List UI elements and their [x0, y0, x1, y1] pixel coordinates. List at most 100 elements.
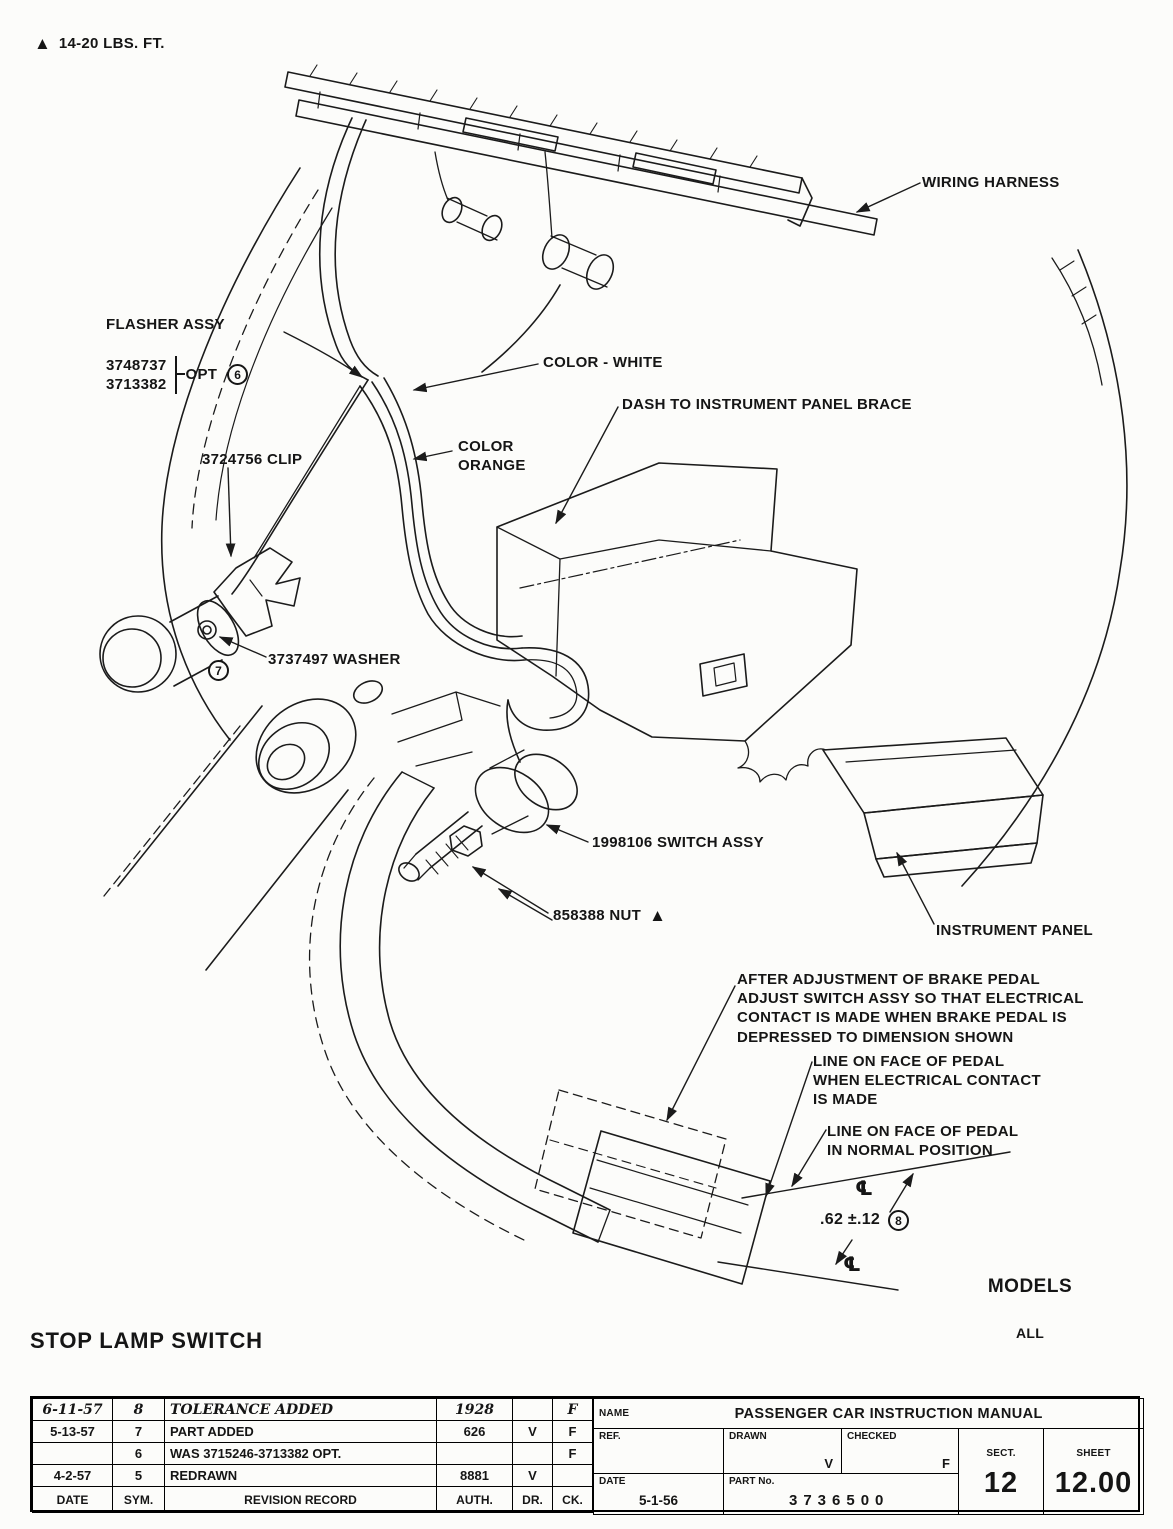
- revision-record-table: 6-11-57 8 TOLERANCE ADDED 1928 F 5-13-57…: [32, 1398, 593, 1513]
- revision-row: 6-11-57 8 TOLERANCE ADDED 1928 F: [32, 1398, 593, 1421]
- models-note: MODELS ALL: [965, 1256, 1095, 1362]
- rev-ck: F: [552, 1442, 593, 1465]
- rev-ck: F: [552, 1420, 593, 1443]
- switch-assembly-drawing: [398, 749, 578, 882]
- callout-color-white: COLOR - WHITE: [543, 354, 663, 371]
- rev-dr: V: [512, 1420, 553, 1443]
- flasher-title: FLASHER ASSY: [106, 316, 225, 334]
- rev-dr: [512, 1442, 553, 1465]
- ref-cell: REF.: [593, 1428, 724, 1474]
- revision-row: 6 WAS 3715246-3713382 OPT. F: [32, 1442, 593, 1465]
- rev-sym: 6: [112, 1442, 165, 1465]
- callout-wiring-harness: WIRING HARNESS: [922, 174, 1060, 191]
- sect-cell: SECT. 12: [958, 1428, 1044, 1515]
- flasher-part-1: 3748737: [106, 356, 167, 374]
- checked-value: F: [942, 1456, 950, 1471]
- steering-column: [103, 680, 501, 971]
- rev-dr: V: [512, 1464, 553, 1487]
- date-cell: DATE 5-1-56: [593, 1473, 724, 1515]
- nut-text: 858388 NUT: [553, 907, 642, 924]
- body-outline: [160, 167, 1128, 887]
- callout-switch-assy: 1998106 SWITCH ASSY: [592, 834, 764, 851]
- callout-nut: 858388 NUT ▲: [553, 906, 666, 925]
- part-value: 3736500: [789, 1491, 890, 1509]
- sheet-cell: SHEET 12.00: [1042, 1428, 1145, 1515]
- torque-note-text: 14-20 LBS. FT.: [58, 35, 165, 52]
- hdr-auth: AUTH.: [436, 1486, 513, 1513]
- callout-dash-brace: DASH TO INSTRUMENT PANEL BRACE: [622, 396, 912, 413]
- wiring-harness-rail: [284, 64, 878, 236]
- revision-header-row: DATE SYM. REVISION RECORD AUTH. DR. CK.: [32, 1486, 593, 1513]
- rev-desc: WAS 3715246-3713382 OPT.: [164, 1442, 437, 1465]
- nut-drawing: [449, 825, 483, 857]
- rev-dr: [512, 1398, 553, 1421]
- title-block: 6-11-57 8 TOLERANCE ADDED 1928 F 5-13-57…: [30, 1396, 1145, 1515]
- harness-wires: [231, 117, 615, 763]
- hdr-dr: DR.: [512, 1486, 553, 1513]
- note-line-normal: LINE ON FACE OF PEDAL IN NORMAL POSITION: [827, 1123, 1019, 1160]
- callout-clip: 3724756 CLIP: [202, 451, 303, 468]
- hdr-date: DATE: [32, 1486, 113, 1513]
- sect-label: SECT.: [986, 1447, 1016, 1459]
- centerline-symbol-bottom: ℄: [843, 1252, 861, 1276]
- drawn-cell: DRAWN V: [723, 1428, 842, 1474]
- pedal-pad-drawing: [572, 1130, 771, 1285]
- dimension-value: .62 ±.12: [820, 1211, 881, 1229]
- rev-ck: [552, 1464, 593, 1487]
- sheet-label: SHEET: [1076, 1447, 1111, 1459]
- drawn-label: DRAWN: [729, 1431, 767, 1442]
- drawn-value: V: [824, 1456, 833, 1471]
- rev-date: 6-11-57: [32, 1398, 113, 1421]
- rev-auth: [436, 1442, 513, 1465]
- checked-label: CHECKED: [847, 1431, 897, 1442]
- torque-note: ▲ 14-20 LBS. FT.: [34, 34, 165, 53]
- adjustment-note: AFTER ADJUSTMENT OF BRAKE PEDAL ADJUST S…: [737, 971, 1084, 1046]
- callout-instrument-panel: INSTRUMENT PANEL: [936, 922, 1094, 939]
- callout-color-orange: COLOR ORANGE: [458, 438, 526, 475]
- brake-pedal-drawing: [308, 771, 771, 1285]
- warning-triangle-icon: ▲: [34, 34, 51, 54]
- dimension-callout: .62 ±.12 8: [820, 1210, 910, 1231]
- models-title: MODELS: [987, 1276, 1073, 1298]
- centerline-symbol-top: ℄: [855, 1176, 873, 1200]
- rev-auth: 626: [436, 1420, 513, 1443]
- clip-drawing: [213, 547, 301, 637]
- models-value: ALL: [1015, 1324, 1045, 1341]
- dimension-lines: [717, 1151, 1011, 1291]
- flasher-opt-label: OPT: [185, 366, 218, 384]
- rev-ck: F: [552, 1398, 593, 1421]
- flasher-part-2: 3713382: [106, 375, 167, 393]
- hdr-ck: CK.: [552, 1486, 593, 1513]
- hdr-sym: SYM.: [112, 1486, 165, 1513]
- washer-drawing: [197, 620, 217, 640]
- name-cell: NAME PASSENGER CAR INSTRUCTION MANUAL: [592, 1398, 1145, 1429]
- warning-triangle-icon: ▲: [649, 906, 666, 926]
- part-cell: PART No. 3736500: [723, 1473, 959, 1515]
- sect-value: 12: [983, 1466, 1019, 1499]
- manual-name: PASSENGER CAR INSTRUCTION MANUAL: [734, 1405, 1043, 1422]
- rev-sym: 8: [112, 1398, 165, 1421]
- rev-desc: TOLERANCE ADDED: [164, 1398, 437, 1421]
- rev-date: [32, 1442, 113, 1465]
- rev-sym: 7: [112, 1420, 165, 1443]
- rev-sym: 5: [112, 1464, 165, 1487]
- balloon-8: 8: [888, 1210, 910, 1231]
- callout-flasher-assy: FLASHER ASSY 3748737 3713382 OPT 6: [106, 296, 249, 413]
- dash-brace-drawing: [496, 462, 858, 783]
- rev-desc: REDRAWN: [164, 1464, 437, 1487]
- page-title: STOP LAMP SWITCH: [30, 1328, 263, 1353]
- stop-lamp-switch-drawing: [99, 64, 1128, 1291]
- note-line-contact: LINE ON FACE OF PEDAL WHEN ELECTRICAL CO…: [813, 1053, 1041, 1109]
- rev-date: 5-13-57: [32, 1420, 113, 1443]
- leader-lines: [218, 182, 935, 1198]
- balloon-6: 6: [227, 364, 249, 386]
- hdr-desc: REVISION RECORD: [164, 1486, 437, 1513]
- rev-desc: PART ADDED: [164, 1420, 437, 1443]
- date-value: 5-1-56: [638, 1492, 679, 1508]
- date-label: DATE: [599, 1476, 626, 1487]
- rev-auth: 8881: [436, 1464, 513, 1487]
- revision-row: 5-13-57 7 PART ADDED 626 V F: [32, 1420, 593, 1443]
- sheet-value: 12.00: [1054, 1466, 1133, 1499]
- rev-date: 4-2-57: [32, 1464, 113, 1487]
